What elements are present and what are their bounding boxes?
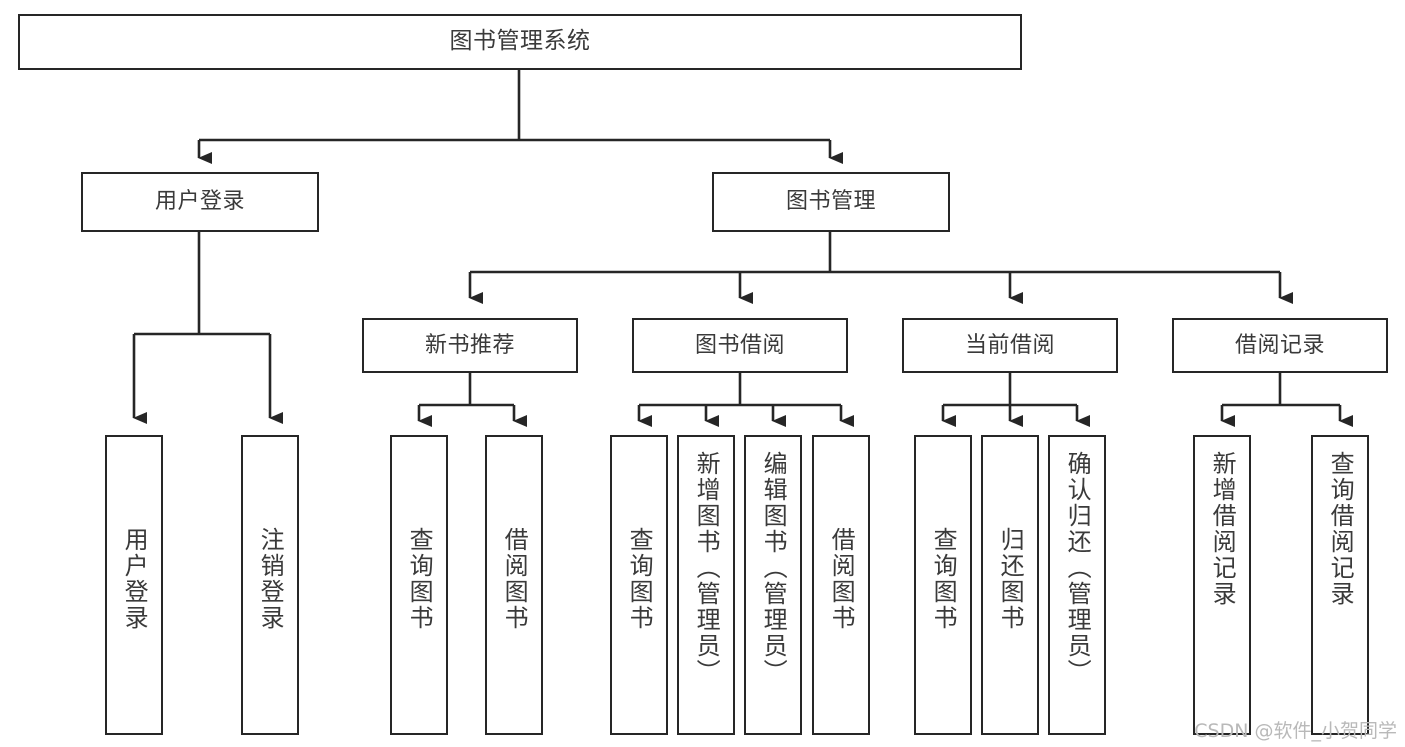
node-label: 查询图书 — [405, 527, 434, 631]
node-label: 新增借阅记录 — [1208, 451, 1237, 607]
node-label: 借阅记录 — [1234, 332, 1325, 358]
node-label: 用户登录 — [120, 527, 149, 631]
leaf-query-book-recommend[interactable]: 查询图书 — [390, 435, 448, 735]
node-borrow-record[interactable]: 借阅记录 — [1172, 318, 1388, 373]
node-label: 确认归还（管理员） — [1063, 451, 1092, 685]
node-label: 图书管理 — [785, 189, 876, 215]
leaf-edit-book-admin[interactable]: 编辑图书（管理员） — [744, 435, 802, 735]
node-label: 新增图书（管理员） — [692, 451, 721, 685]
node-label: 新书推荐 — [424, 332, 515, 358]
leaf-logout-login[interactable]: 注销登录 — [241, 435, 299, 735]
leaf-query-borrow-record[interactable]: 查询借阅记录 — [1311, 435, 1369, 735]
node-label: 归还图书 — [996, 527, 1025, 631]
node-label: 注销登录 — [256, 527, 285, 631]
node-label: 图书借阅 — [694, 332, 785, 358]
leaf-add-borrow-record[interactable]: 新增借阅记录 — [1193, 435, 1251, 735]
leaf-user-login[interactable]: 用户登录 — [105, 435, 163, 735]
watermark-text: CSDN @软件_小贺同学 — [1194, 720, 1397, 742]
node-user-login[interactable]: 用户登录 — [81, 172, 319, 232]
node-book-management[interactable]: 图书管理 — [712, 172, 950, 232]
leaf-query-book-current[interactable]: 查询图书 — [914, 435, 972, 735]
leaf-return-book[interactable]: 归还图书 — [981, 435, 1039, 735]
node-label: 查询图书 — [929, 527, 958, 631]
node-root-system[interactable]: 图书管理系统 — [18, 14, 1022, 70]
node-new-book-recommend[interactable]: 新书推荐 — [362, 318, 578, 373]
node-label: 借阅图书 — [500, 527, 529, 631]
node-label: 当前借阅 — [964, 332, 1055, 358]
node-label: 编辑图书（管理员） — [759, 451, 788, 685]
leaf-query-book-borrow[interactable]: 查询图书 — [610, 435, 668, 735]
leaf-borrow-book-recommend[interactable]: 借阅图书 — [485, 435, 543, 735]
node-book-borrow[interactable]: 图书借阅 — [632, 318, 848, 373]
node-current-borrow[interactable]: 当前借阅 — [902, 318, 1118, 373]
node-label: 图书管理系统 — [449, 28, 591, 55]
node-label: 借阅图书 — [827, 527, 856, 631]
leaf-add-book-admin[interactable]: 新增图书（管理员） — [677, 435, 735, 735]
node-label: 用户登录 — [154, 189, 245, 215]
node-label: 查询图书 — [625, 527, 654, 631]
leaf-borrow-book[interactable]: 借阅图书 — [812, 435, 870, 735]
leaf-confirm-return-admin[interactable]: 确认归还（管理员） — [1048, 435, 1106, 735]
node-label: 查询借阅记录 — [1326, 451, 1355, 607]
